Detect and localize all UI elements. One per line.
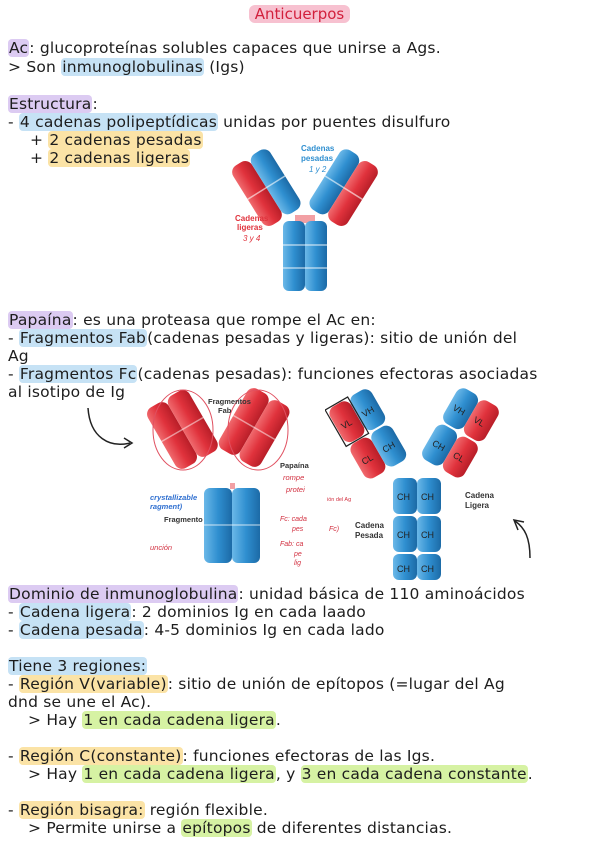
- ac-term: Ac: [8, 39, 30, 57]
- svg-text:Pesada: Pesada: [355, 531, 384, 540]
- label-fragmentos-fab: Fragmentos: [208, 397, 251, 406]
- papaina-definition: Papaína: es una proteasa que rompe el Ac…: [8, 311, 376, 329]
- svg-text:rompe: rompe: [283, 473, 304, 482]
- papaina-fab-cont: Ag: [8, 347, 29, 365]
- svg-text:CH: CH: [397, 492, 410, 502]
- svg-text:ión del Ag: ión del Ag: [327, 497, 351, 503]
- svg-text:CH: CH: [421, 530, 434, 540]
- papaina-fc-cont: al isotipo de Ig: [8, 383, 126, 401]
- svg-text:1 y 2: 1 y 2: [309, 165, 327, 174]
- svg-text:pes: pes: [291, 526, 304, 533]
- svg-text:CH: CH: [421, 564, 434, 574]
- ac-definition: Ac: glucoproteínas solubles capaces que …: [8, 39, 441, 57]
- curved-arrow-icon: [87, 407, 131, 445]
- svg-text:pe: pe: [293, 551, 302, 558]
- domain-structure-figure: VL VH CL CH VH VL CH CL CH CH CH CH CH C…: [325, 388, 531, 580]
- ac-note: > Son inmunoglobulinas (Igs): [8, 58, 245, 76]
- svg-text:ragment): ragment): [150, 502, 183, 511]
- svg-text:VL: VL: [339, 417, 354, 431]
- region-bisagra: - Región bisagra: región flexible.: [8, 801, 268, 819]
- region-bisagra-note: > Permite unirse a epítopos de diferente…: [28, 819, 453, 837]
- svg-text:Fab: ca: Fab: ca: [280, 541, 303, 548]
- label-crystallizable: crystallizable: [150, 493, 197, 502]
- svg-text:Fc): Fc): [329, 526, 339, 533]
- svg-text:CL: CL: [451, 450, 466, 464]
- inmunoglobulinas-term: inmunoglobulinas: [61, 58, 205, 76]
- region-v-note: > Hay 1 en cada cadena ligera.: [28, 711, 281, 729]
- svg-text:3 y 4: 3 y 4: [243, 234, 261, 243]
- estructura-line-1: - 4 cadenas polipeptídicas unidas por pu…: [8, 113, 451, 131]
- label-cadenas-pesadas: Cadenas: [301, 144, 335, 153]
- region-c: - Región C(constante): funciones efector…: [8, 747, 436, 765]
- svg-text:Fc: cada: Fc: cada: [280, 516, 307, 523]
- svg-text:CH: CH: [421, 492, 434, 502]
- svg-text:protei: protei: [285, 485, 305, 494]
- estructura-line-3: + 2 cadenas ligeras: [30, 149, 191, 167]
- region-v: - Región V(variable): sitio de unión de …: [8, 675, 505, 693]
- label-fragmento: Fragmento: [164, 515, 203, 524]
- svg-text:unción: unción: [150, 543, 172, 552]
- papaina-fab: - Fragmentos Fab(cadenas pesadas y liger…: [8, 329, 518, 347]
- region-c-note: > Hay 1 en cada cadena ligera, y 3 en ca…: [28, 765, 533, 783]
- label-cadena-ligera: Cadena: [465, 491, 494, 500]
- svg-text:CL: CL: [360, 452, 375, 466]
- svg-text:Ligera: Ligera: [465, 501, 490, 510]
- regiones-heading: Tiene 3 regiones:: [8, 657, 148, 675]
- estructura-line-2: + 2 cadenas pesadas: [30, 131, 203, 149]
- label-cadena-pesada: Cadena: [355, 521, 384, 530]
- svg-text:pesadas: pesadas: [301, 154, 334, 163]
- curved-arrow-icon: [514, 520, 531, 559]
- svg-text:ligeras: ligeras: [237, 223, 263, 232]
- antibody-structure-figure: Cadenas pesadas 1 y 2 Cadenas ligeras 3 …: [232, 144, 378, 291]
- svg-text:CH: CH: [397, 564, 410, 574]
- dominio-cadena-pesada: - Cadena pesada: 4-5 dominios Ig en cada…: [8, 621, 385, 639]
- region-v-cont: dnd se une el Ac).: [8, 693, 152, 711]
- label-papaina: Papaína: [280, 461, 310, 470]
- estructura-heading: Estructura:: [8, 95, 98, 113]
- dominio-cadena-ligera: - Cadena ligera: 2 dominios Ig en cada l…: [8, 603, 366, 621]
- svg-text:VL: VL: [472, 415, 487, 429]
- svg-text:CH: CH: [397, 530, 410, 540]
- svg-text:lig: lig: [294, 560, 301, 567]
- page-title: Anticuerpos: [0, 4, 599, 24]
- papaina-fc: - Fragmentos Fc(cadenas pesadas): funcio…: [8, 365, 538, 383]
- dominio-definition: Dominio de inmunoglobulina: unidad básic…: [8, 585, 525, 603]
- papain-cleavage-figure: Fragmentos Fab Papaína rompe protei crys…: [87, 388, 310, 567]
- svg-text:Fab: Fab: [218, 406, 232, 415]
- label-cadenas-ligeras: Cadenas: [235, 214, 269, 223]
